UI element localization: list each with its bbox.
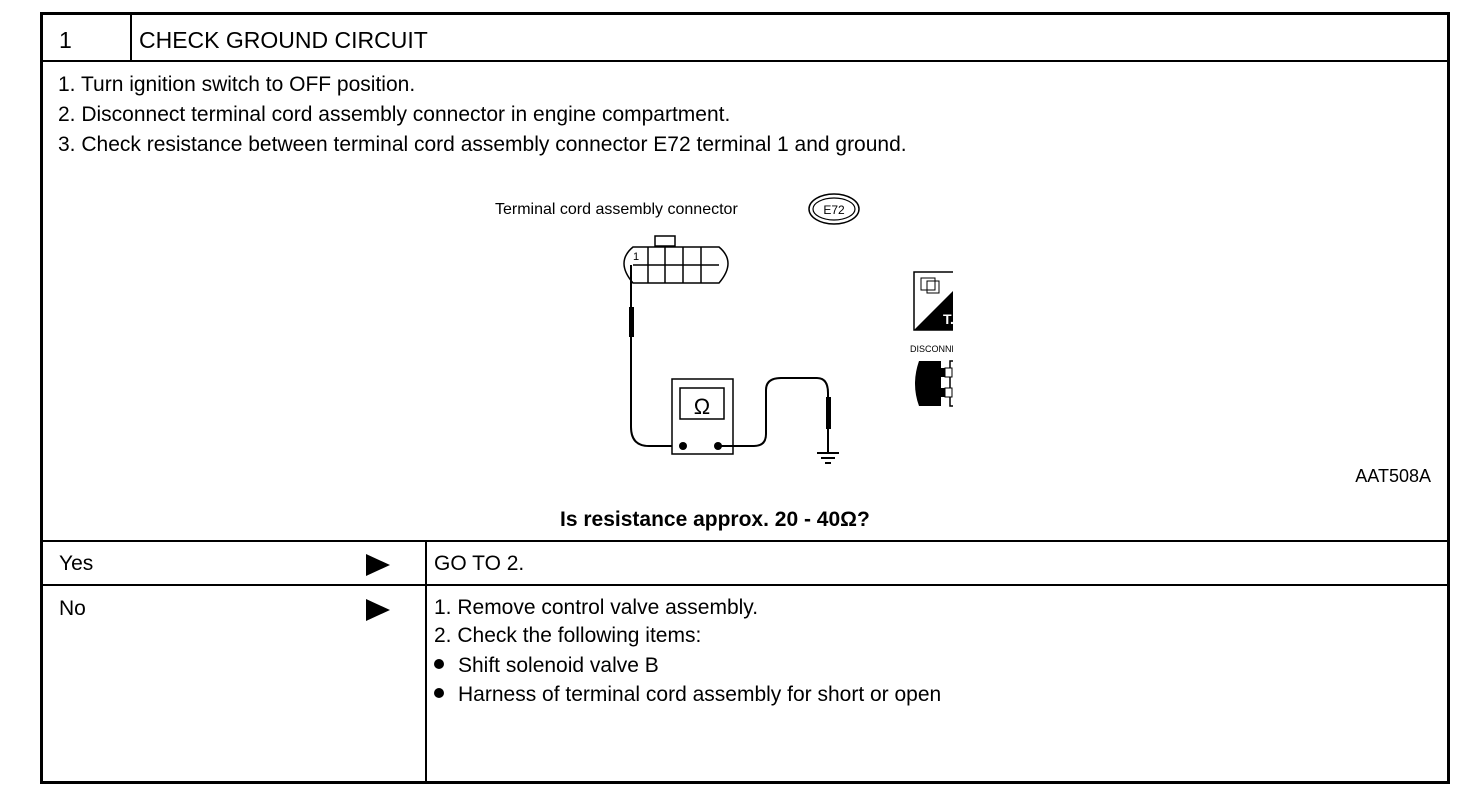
no-bullet-2: Harness of terminal cord assembly for sh… <box>434 683 941 707</box>
terminal-number: 1 <box>633 251 639 263</box>
no-label: No <box>59 597 86 620</box>
probe-lead-right <box>718 377 831 453</box>
diagnostic-step-table: 1 CHECK GROUND CIRCUIT 1. Turn ignition … <box>40 12 1450 784</box>
connector-code-badge: E72 <box>808 193 860 225</box>
no-bullet-1: Shift solenoid valve B <box>434 654 659 678</box>
bullet-text: Shift solenoid valve B <box>458 654 659 677</box>
yes-arrow-icon <box>366 554 390 576</box>
disconnect-label: DISCONNECT <box>910 344 953 354</box>
instruction-1: 1. Turn ignition switch to OFF position. <box>58 73 416 96</box>
yes-action: GO TO 2. <box>434 552 525 575</box>
ground-circuit-diagram: Terminal cord assembly connector E72 1 Ω <box>495 193 953 464</box>
yes-row-rule <box>43 584 1447 586</box>
connector-code: E72 <box>823 203 845 217</box>
resistance-question: Is resistance approx. 20 - 40Ω? <box>560 508 870 531</box>
bullet-icon <box>434 659 444 670</box>
no-arrow-icon <box>366 599 390 621</box>
header-rule <box>43 60 1447 62</box>
ts-label: T.S. <box>943 311 953 327</box>
no-step-2: 2. Check the following items: <box>434 624 702 647</box>
question-rule <box>43 540 1447 542</box>
connector-icon <box>623 235 729 284</box>
instruction-3: 3. Check resistance between terminal cor… <box>58 133 907 156</box>
ts-icon: T.S. <box>913 271 953 331</box>
no-step-1: 1. Remove control valve assembly. <box>434 596 759 619</box>
header-divider <box>130 15 132 61</box>
ohmmeter: Ω <box>671 378 734 455</box>
connector-label: Terminal cord assembly connector <box>495 201 738 218</box>
instruction-2: 2. Disconnect terminal cord assembly con… <box>58 103 731 126</box>
step-number: 1 <box>59 27 72 53</box>
yes-label: Yes <box>59 552 94 575</box>
ground-symbol <box>817 452 839 464</box>
bullet-icon <box>434 688 444 699</box>
result-divider <box>425 541 427 781</box>
step-title: CHECK GROUND CIRCUIT <box>139 27 428 53</box>
bullet-text: Harness of terminal cord assembly for sh… <box>458 683 942 706</box>
disconnect-connector-icon <box>915 360 953 407</box>
probe-lead-left <box>629 265 683 447</box>
figure-code: AAT508A <box>1355 466 1431 486</box>
ohm-symbol: Ω <box>694 394 710 419</box>
